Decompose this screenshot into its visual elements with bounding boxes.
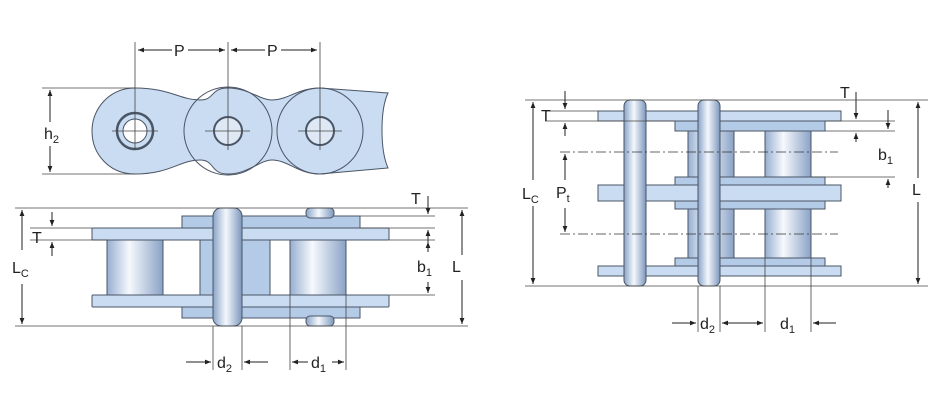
duplex-inner-mid-1: [674, 176, 826, 186]
roller-2: [289, 239, 347, 296]
pin-2-stub-bottom: [305, 315, 335, 327]
duplex-l-label: L: [912, 182, 921, 199]
pt-label: Pt: [556, 185, 570, 205]
duplex-d2-label: d2: [700, 316, 715, 336]
d2-label: d2: [217, 355, 232, 375]
duplex-pin-2: [697, 99, 721, 287]
lc-label: LC: [12, 260, 29, 280]
side-view: P P h2: [42, 40, 389, 176]
top-view-single: LC T T b1 L d2 d1: [12, 191, 468, 375]
inner-plate-bottom: [181, 306, 361, 319]
duplex-roller-2: [764, 130, 812, 178]
d1-label: d1: [311, 355, 326, 375]
top-view-duplex: LC T Pt T b1 L d2 d1: [522, 85, 928, 336]
duplex-t-left-label: T: [541, 108, 551, 125]
duplex-roller-4: [764, 208, 812, 259]
t-left-label: T: [32, 230, 42, 247]
t-top-label: T: [411, 191, 421, 208]
pitch-label-2: P: [267, 43, 278, 60]
pin-2-stub: [305, 207, 335, 219]
duplex-inner-top: [674, 120, 826, 132]
duplex-pin-1: [623, 99, 647, 287]
pitch-label-1: P: [174, 43, 185, 60]
h2-label: h2: [44, 126, 59, 146]
roller-1: [106, 239, 164, 296]
duplex-b1-label: b1: [878, 147, 893, 167]
duplex-inner-mid-2: [674, 200, 826, 210]
duplex-t-top-label: T: [840, 85, 850, 102]
pin-1: [212, 207, 243, 327]
inner-plate-top: [181, 215, 361, 229]
l-label: L: [452, 259, 461, 276]
duplex-lc-label: LC: [522, 186, 539, 206]
b1-label: b1: [417, 259, 432, 279]
duplex-d1-label: d1: [780, 316, 795, 336]
duplex-inner-bottom: [674, 257, 826, 267]
